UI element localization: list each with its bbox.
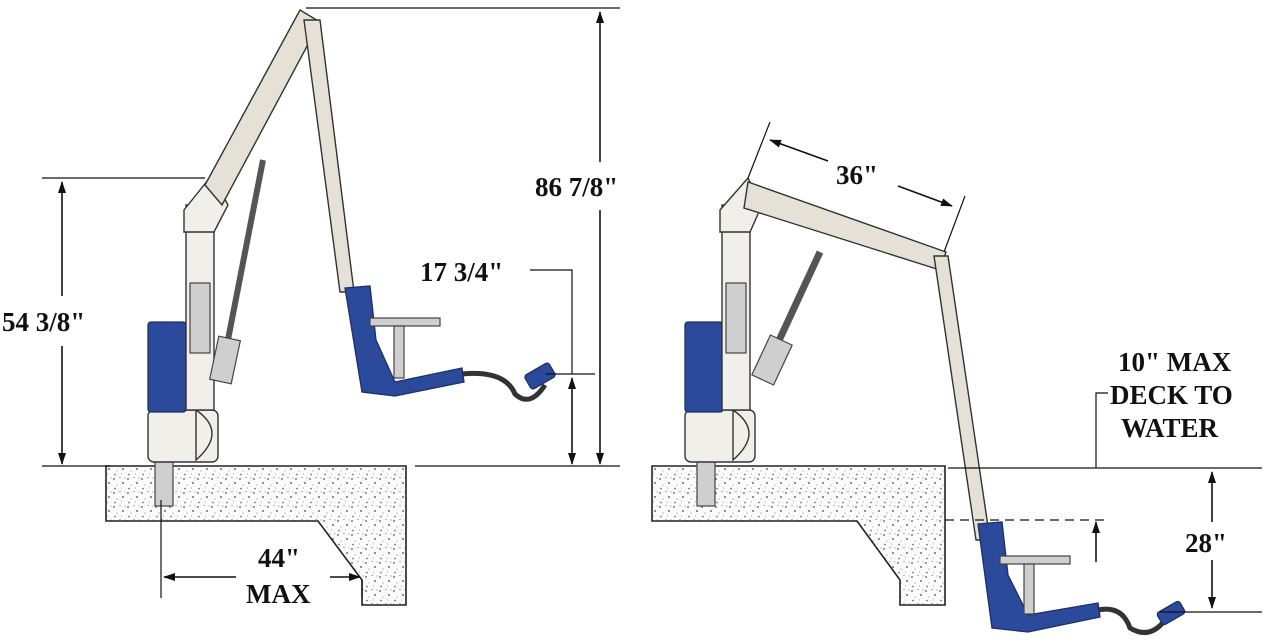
right-actuator-body [751,334,793,386]
right-pool-deck [651,465,946,606]
dim-depth: 28" [1185,528,1227,558]
dim-overall-height: 86 7/8" [535,172,618,202]
right-mast-panel [725,282,747,354]
right-footrest [1156,600,1186,626]
right-armrest [999,555,1071,565]
dim-pivot-height: 54 3/8" [2,307,85,337]
dim-seat-height: 17 3/4" [420,257,503,287]
left-footrest [524,362,556,390]
right-upper-boom [743,181,947,271]
deck-note-line1: 10" MAX [1118,347,1232,377]
left-actuator-body [208,335,242,385]
left-anchor-socket [154,459,174,507]
left-armrest-post [393,325,405,379]
right-footrest-tube [1097,606,1167,635]
left-mast-panel [189,282,211,354]
left-dimensions [42,7,620,598]
deck-note-line3: WATER [1121,413,1219,443]
left-armrest [369,317,441,327]
left-down-tube [303,19,355,293]
left-footrest-tube [461,370,548,402]
right-base-round [732,408,750,462]
right-battery-box [684,321,724,413]
left-seat [344,285,465,397]
left-battery-box [147,321,187,413]
left-actuator-rod [223,159,266,351]
dim-arm-length: 36" [836,160,878,190]
right-dimensions [747,121,1262,613]
right-view [651,176,1186,635]
left-base-round [195,408,213,462]
right-armrest-post [1023,563,1035,615]
dim-reach-note: MAX [246,579,311,609]
dim-reach-value: 44" [258,543,300,573]
right-anchor-socket [696,459,716,507]
deck-note-line2: DECK TO [1110,380,1233,410]
right-seat [977,521,1101,633]
left-view [105,9,556,606]
